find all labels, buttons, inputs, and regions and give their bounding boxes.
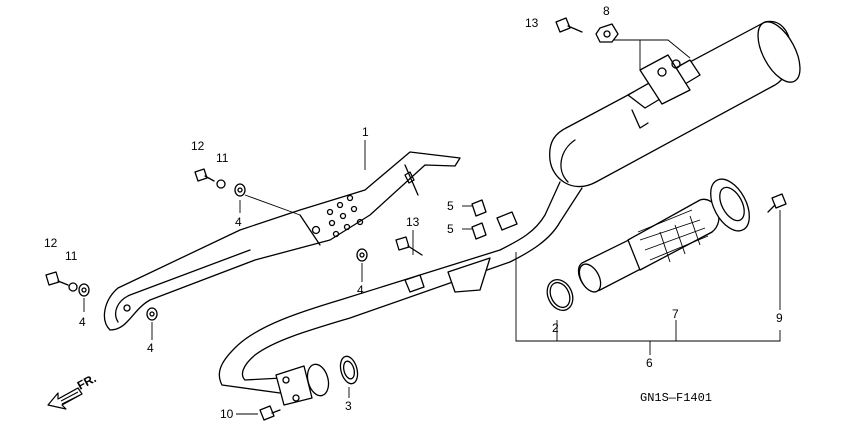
washer-4 bbox=[78, 183, 368, 321]
callout-5: 5 bbox=[447, 222, 454, 236]
leader-lines bbox=[83, 39, 781, 415]
callout-1: 1 bbox=[362, 125, 369, 139]
tail-pipe-arrester bbox=[577, 178, 750, 293]
callout-11: 11 bbox=[65, 249, 78, 263]
callout-4: 4 bbox=[147, 341, 154, 355]
callout-12: 12 bbox=[191, 139, 205, 153]
callout-12: 12 bbox=[44, 236, 58, 250]
callout-9: 9 bbox=[776, 311, 783, 325]
callout-4: 4 bbox=[357, 283, 364, 297]
nut-8 bbox=[595, 23, 619, 43]
diagram-code: GN1S—F1401 bbox=[640, 391, 712, 405]
callout-4: 4 bbox=[79, 315, 86, 329]
muffler-protector bbox=[103, 151, 461, 331]
callout-6: 6 bbox=[646, 356, 653, 370]
muffler bbox=[549, 20, 801, 188]
callout-11: 11 bbox=[216, 151, 229, 165]
callout-8: 8 bbox=[603, 4, 610, 18]
gasket-2 bbox=[546, 278, 574, 312]
clip-5 bbox=[471, 199, 487, 240]
callout-5: 5 bbox=[447, 199, 454, 213]
bolts bbox=[45, 17, 787, 421]
callout-13: 13 bbox=[525, 16, 539, 30]
callout-7: 7 bbox=[672, 307, 679, 321]
exhaust-pipe bbox=[218, 181, 583, 406]
callout-10: 10 bbox=[220, 407, 234, 421]
front-direction-arrow-icon bbox=[47, 387, 83, 410]
gasket-3 bbox=[339, 355, 359, 385]
callout-13: 13 bbox=[406, 215, 420, 229]
callout-4: 4 bbox=[235, 215, 242, 229]
callout-3: 3 bbox=[345, 399, 352, 413]
callout-2: 2 bbox=[552, 321, 559, 335]
